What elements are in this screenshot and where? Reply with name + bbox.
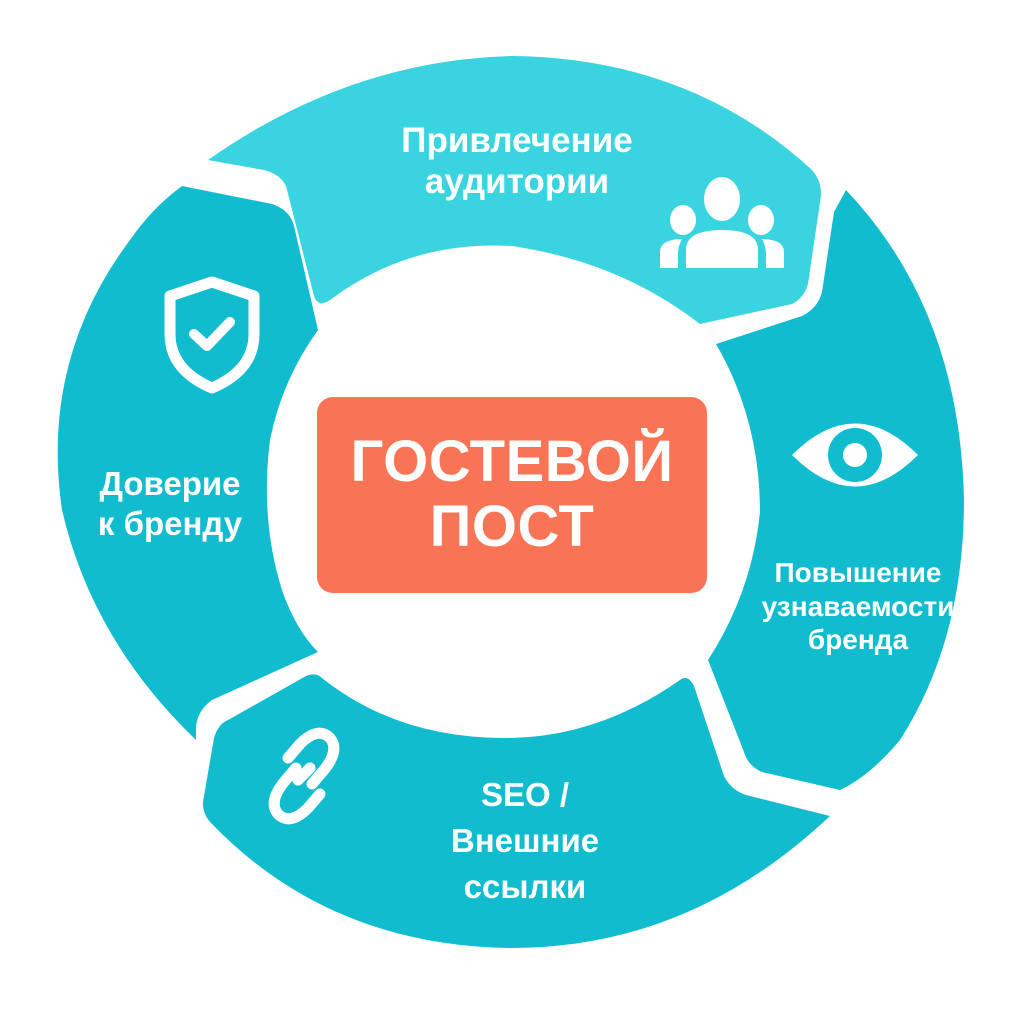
segment-label-brand-awareness: Повышение узнаваемости бренда bbox=[761, 557, 954, 656]
shield-check-icon bbox=[164, 276, 260, 394]
center-title-box: ГОСТЕВОЙ ПОСТ bbox=[317, 397, 707, 593]
segment-label-brand-awareness-clip: Повышение узнаваемости бренда bbox=[740, 556, 954, 686]
users-group-icon bbox=[660, 177, 784, 268]
center-title: ГОСТЕВОЙ ПОСТ bbox=[350, 429, 674, 559]
segment-label-brand-trust: Доверие к бренду bbox=[97, 465, 243, 542]
segment-label-seo: SEO / Внешние ссылки bbox=[450, 776, 600, 906]
eye-icon bbox=[792, 423, 918, 487]
segment-label-audience: Привлечение аудитории bbox=[401, 121, 633, 202]
segment-brand-trust bbox=[57, 186, 318, 740]
segment-brand-awareness bbox=[708, 190, 964, 790]
segment-seo bbox=[203, 674, 830, 948]
link-chain-icon bbox=[268, 727, 340, 825]
